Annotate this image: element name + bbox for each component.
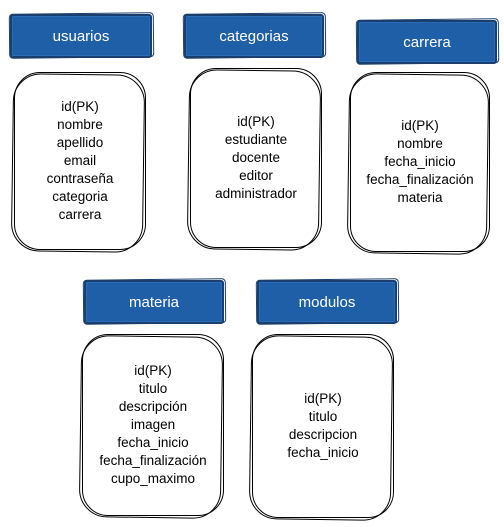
categorias-title: categorias: [219, 27, 289, 45]
usuarios-title: usuarios: [52, 27, 110, 45]
carrera-field: fecha_finalización: [366, 172, 474, 187]
usuarios-fields-box: id(PK) nombre apellido email contraseña …: [14, 72, 146, 250]
modulos-field: descripcion: [288, 427, 358, 442]
materia-field: titulo: [138, 381, 168, 396]
modulos-field: fecha_inicio: [287, 445, 359, 460]
carrera-title: carrera: [403, 33, 451, 51]
modulos-title: modulos: [298, 293, 356, 311]
materia-field: fecha_inicio: [117, 435, 189, 450]
materia-header: materia: [84, 280, 224, 324]
usuarios-field: id(PK): [61, 99, 99, 114]
modulos-field: id(PK): [304, 391, 342, 406]
carrera-fields-box: id(PK) nombre fecha_inicio fecha_finaliz…: [350, 72, 490, 252]
usuarios-field: contraseña: [46, 171, 114, 186]
materia-field: fecha_finalización: [99, 453, 207, 468]
usuarios-field: apellido: [56, 135, 104, 150]
materia-title: materia: [128, 293, 180, 311]
usuarios-field: email: [63, 153, 97, 168]
carrera-field: nombre: [397, 136, 443, 151]
materia-fields-box: id(PK) titulo descripción imagen fecha_i…: [82, 334, 224, 516]
usuarios-field: nombre: [57, 117, 103, 132]
carrera-field: fecha_inicio: [384, 154, 456, 169]
usuarios-field: carrera: [58, 207, 102, 222]
categorias-field: estudiante: [224, 132, 288, 147]
carrera-field: materia: [397, 190, 443, 205]
materia-field: id(PK): [134, 363, 172, 378]
categorias-field: editor: [239, 168, 273, 183]
modulos-field: titulo: [308, 409, 338, 424]
categorias-field: docente: [231, 150, 281, 165]
usuarios-field: categoria: [52, 189, 108, 204]
categorias-field: id(PK): [237, 114, 275, 129]
usuarios-header: usuarios: [10, 14, 152, 58]
categorias-header: categorias: [184, 14, 324, 58]
categorias-fields-box: id(PK) estudiante docente editor adminis…: [190, 68, 322, 248]
materia-field: imagen: [130, 417, 176, 432]
carrera-field: id(PK): [401, 118, 439, 133]
materia-field: cupo_maximo: [110, 471, 196, 486]
materia-field: descripción: [118, 399, 188, 414]
modulos-header: modulos: [257, 280, 397, 324]
categorias-field: administrador: [215, 186, 297, 201]
modulos-fields-box: id(PK) titulo descripcion fecha_inicio: [252, 334, 394, 518]
carrera-header: carrera: [357, 20, 497, 64]
